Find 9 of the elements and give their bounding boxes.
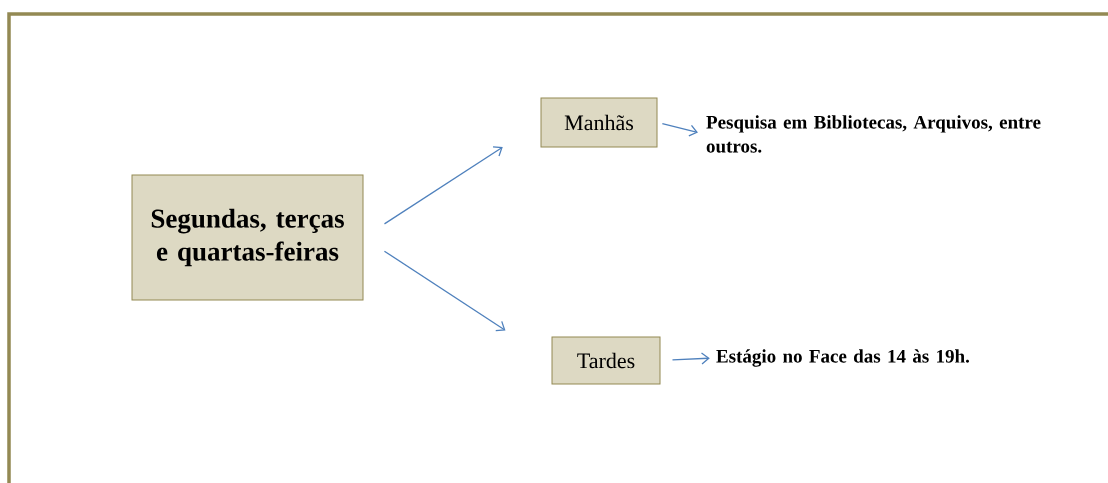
arrow xyxy=(671,352,710,365)
activity-text: Estágio no Face das 14 às 19h. xyxy=(716,349,970,367)
day-box: Manhãs xyxy=(540,97,658,148)
activity-text: Pesquisa em Bibliotecas, Arquivos, entre outros. xyxy=(706,115,1041,153)
day-box: Segundas, terças e quartas-feiras xyxy=(131,174,364,301)
arrow xyxy=(661,123,698,137)
day-box: Tardes xyxy=(551,336,661,385)
arrow xyxy=(383,250,506,332)
arrow xyxy=(383,146,503,225)
